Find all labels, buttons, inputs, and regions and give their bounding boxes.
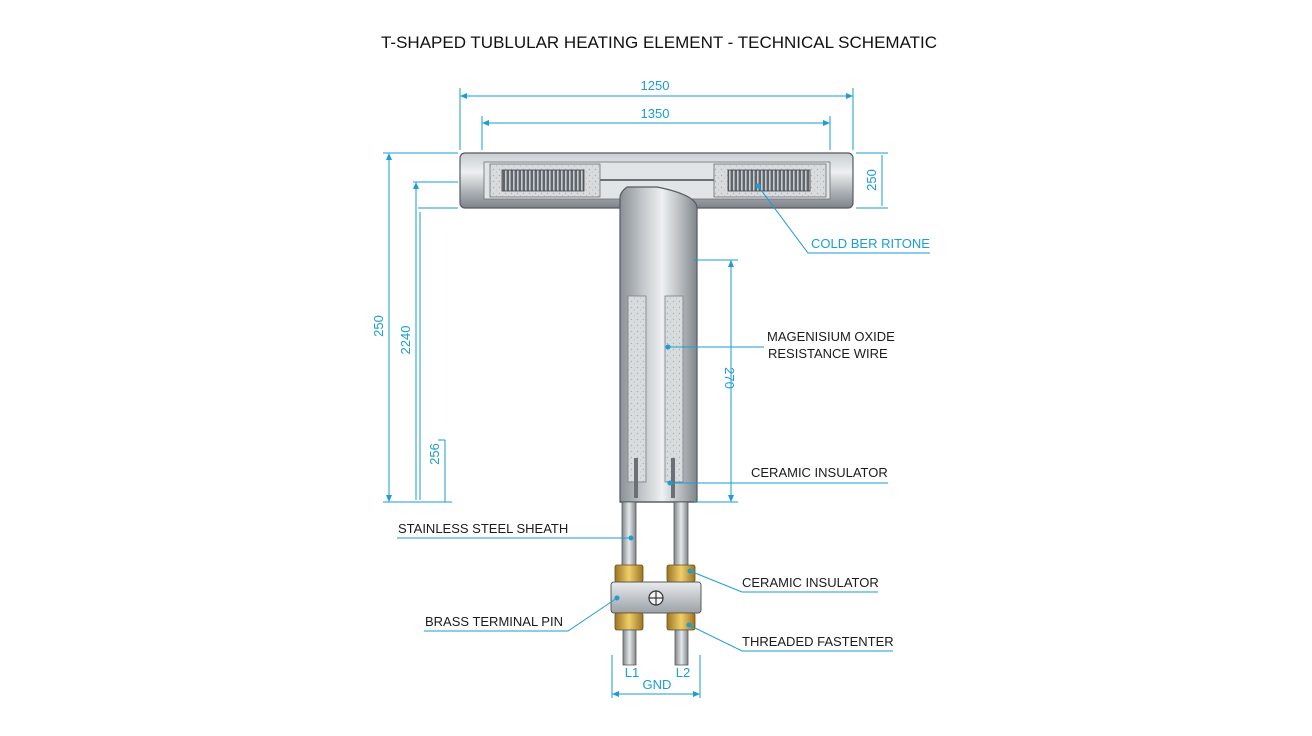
- dimension-top-inner: [481, 116, 831, 150]
- leader-ceramic-upper: [667, 480, 888, 486]
- stem-wire-left: [634, 458, 638, 498]
- dimension-stem-right-label: 270: [722, 367, 737, 389]
- brass-nut-right-upper: [666, 564, 696, 583]
- lead-rod-left-lower: [622, 629, 637, 666]
- terminal-l1-label: L1: [625, 665, 639, 680]
- callout-magnesium-line2: RESISTANCE WIRE: [768, 346, 888, 361]
- leader-magnesium: [665, 344, 764, 350]
- dimension-top-outer-label: 1250: [641, 78, 670, 93]
- dimension-left-inner: [418, 207, 458, 502]
- callout-cold-section: COLD BER RITONE: [811, 236, 930, 251]
- leader-cold-section: [755, 183, 930, 254]
- leader-stainless: [397, 535, 634, 541]
- dimension-left-middle-label: 2240: [398, 326, 413, 355]
- dimension-top-outer: [459, 88, 854, 150]
- dimension-left-outer: [383, 152, 458, 503]
- stem-mgo-strip-left: [627, 295, 647, 483]
- diagram-title: T-SHAPED TUBLULAR HEATING ELEMENT - TECH…: [381, 33, 937, 52]
- lead-rod-right-upper: [673, 501, 689, 567]
- leader-brass-pin: [424, 595, 620, 632]
- brass-nut-left-upper: [614, 564, 644, 583]
- lead-rod-right-lower: [674, 629, 689, 666]
- dimension-top-inner-label: 1350: [641, 106, 670, 121]
- dimension-bottom-gnd: [611, 655, 701, 698]
- callout-stainless-sheath: STAINLESS STEEL SHEATH: [398, 521, 568, 536]
- brass-nut-right-lower: [666, 612, 696, 631]
- callout-magnesium-line1: MAGENISIUM OXIDE: [767, 329, 895, 344]
- dimension-left-outer-label: 250: [371, 315, 386, 337]
- callout-brass-pin: BRASS TERMINAL PIN: [425, 614, 563, 629]
- dimension-gnd-label: GND: [643, 677, 672, 692]
- ground-screw-icon: [648, 590, 664, 606]
- leader-ceramic-lower: [687, 568, 878, 593]
- lead-rod-left-upper: [621, 501, 637, 567]
- left-heating-coil: [501, 169, 585, 192]
- dimension-stem-right: [694, 259, 738, 503]
- brass-nut-left-lower: [614, 612, 644, 631]
- right-heating-coil: [727, 169, 811, 192]
- callout-ceramic-insulator-lower: CERAMIC INSULATOR: [742, 575, 879, 590]
- dimension-crossbar-height: [856, 152, 888, 209]
- dimension-crossbar-height-label: 250: [864, 169, 879, 191]
- stem-mgo-strip-right: [664, 295, 684, 483]
- stem-wire-right: [671, 458, 675, 498]
- dimension-left-middle: [413, 181, 458, 500]
- callout-ceramic-insulator-upper: CERAMIC INSULATOR: [751, 465, 888, 480]
- dimension-left-inner-label: 256: [427, 443, 442, 465]
- callout-threaded-fastener: THREADED FASTENTER: [742, 634, 894, 649]
- leader-threaded-fastener: [686, 622, 893, 652]
- terminal-l2-label: L2: [676, 665, 690, 680]
